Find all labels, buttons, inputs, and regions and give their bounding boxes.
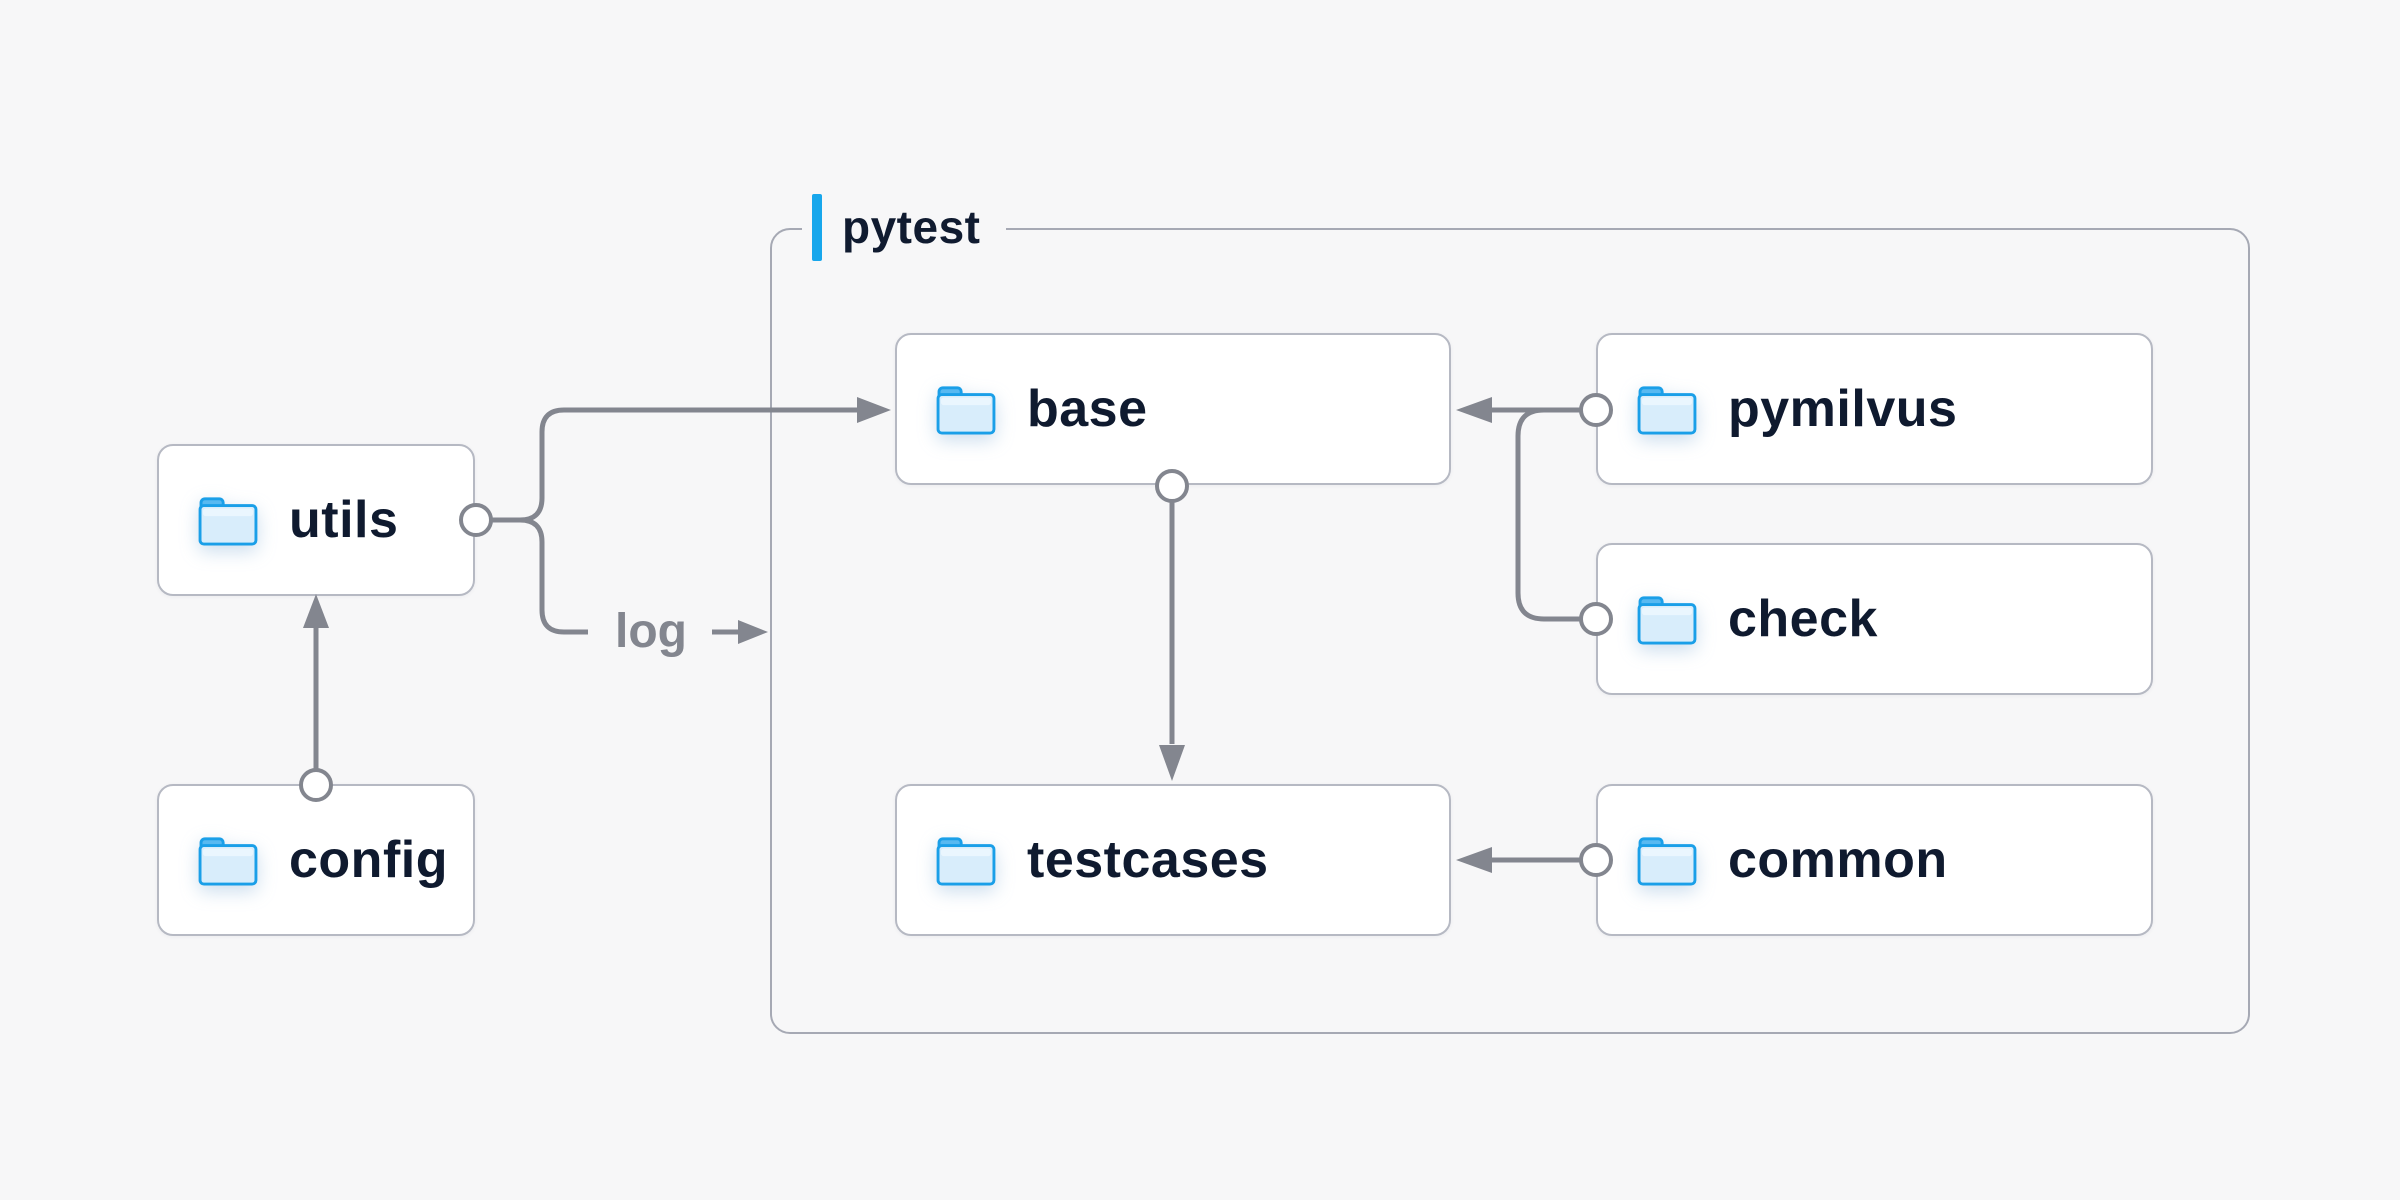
node-config: config bbox=[157, 784, 475, 936]
node-common: common bbox=[1596, 784, 2153, 936]
node-base: base bbox=[895, 333, 1451, 485]
folder-icon bbox=[1636, 834, 1698, 887]
folder-icon bbox=[1636, 383, 1698, 436]
edge-label-log: log bbox=[615, 605, 687, 658]
folder-icon bbox=[1636, 593, 1698, 646]
folder-icon bbox=[197, 494, 259, 547]
node-check: check bbox=[1596, 543, 2153, 695]
node-label: testcases bbox=[1027, 831, 1269, 889]
group-label-text: pytest bbox=[842, 201, 981, 253]
node-label: base bbox=[1027, 380, 1148, 438]
folder-icon bbox=[935, 834, 997, 887]
node-pymilvus: pymilvus bbox=[1596, 333, 2153, 485]
folder-icon bbox=[935, 383, 997, 436]
pytest-group-label: pytest bbox=[802, 190, 1007, 264]
node-utils: utils bbox=[157, 444, 475, 596]
node-testcases: testcases bbox=[895, 784, 1451, 936]
pytest-group-box bbox=[770, 228, 2250, 1034]
node-label: pymilvus bbox=[1728, 380, 1958, 438]
accent-bar bbox=[812, 193, 822, 261]
node-label: utils bbox=[289, 491, 399, 549]
arrowhead-log bbox=[738, 620, 768, 644]
node-label: check bbox=[1728, 590, 1878, 648]
folder-icon bbox=[197, 834, 259, 887]
arrowhead-config-utils bbox=[303, 594, 329, 628]
edge-utils-log bbox=[519, 517, 588, 635]
node-label: config bbox=[289, 831, 448, 889]
node-label: common bbox=[1728, 831, 1948, 889]
